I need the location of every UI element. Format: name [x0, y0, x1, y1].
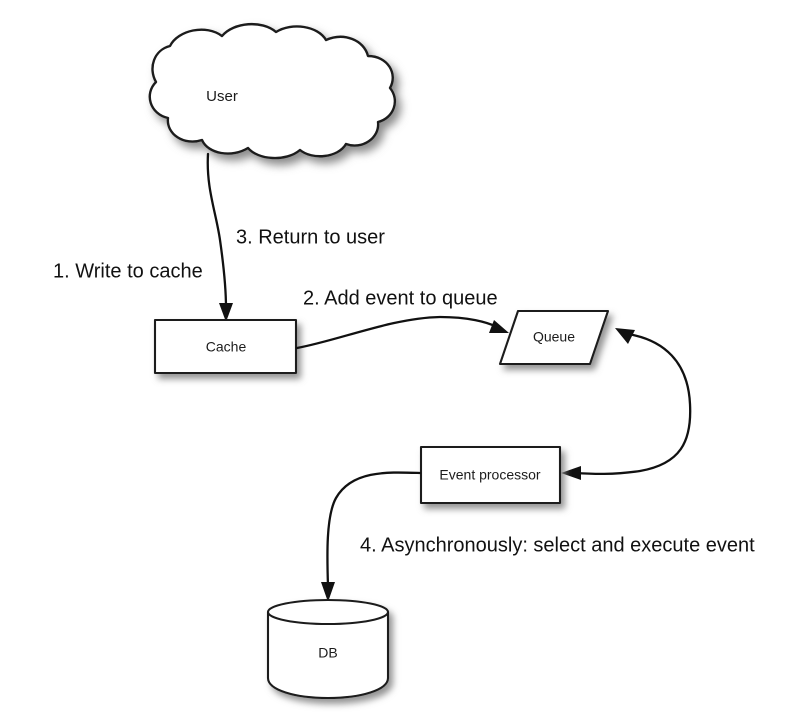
- loop-arrowhead-to-queue: [615, 328, 635, 344]
- edge-cache-to-queue: [295, 315, 509, 350]
- user-cloud-shape: [148, 22, 397, 160]
- step-label-2: 2. Add event to queue: [303, 287, 498, 309]
- user-to-cache-line: [206, 152, 228, 310]
- user-to-cache-arrowhead: [219, 303, 233, 322]
- node-db[interactable]: DB: [266, 598, 390, 700]
- db-label: DB: [318, 645, 337, 661]
- edge-queue-processor-loop: [561, 328, 692, 480]
- cache-to-queue-arrowhead: [489, 320, 509, 333]
- queue-label: Queue: [533, 329, 575, 345]
- db-cylinder-shape: [266, 598, 390, 700]
- edge-processor-to-db: [321, 471, 422, 602]
- step-label-4: 4. Asynchronously: select and execute ev…: [360, 534, 755, 556]
- step-label-3: 3. Return to user: [236, 226, 385, 248]
- processor-to-db-line: [326, 471, 422, 588]
- cache-to-queue-line: [295, 315, 499, 350]
- cache-box-shape: [153, 318, 298, 375]
- db-cylinder-body: [266, 610, 390, 700]
- db-cylinder-top: [266, 598, 390, 626]
- node-cache[interactable]: Cache: [153, 318, 298, 375]
- loop-arrowhead-to-processor: [561, 466, 581, 480]
- node-user[interactable]: User: [148, 22, 397, 160]
- node-event-processor[interactable]: Event processor: [419, 445, 562, 505]
- user-label: User: [206, 88, 238, 105]
- queue-parallelogram-shape: [498, 309, 610, 366]
- step-label-1: 1. Write to cache: [53, 260, 203, 282]
- processor-to-db-arrowhead: [321, 582, 335, 602]
- event-processor-box-shape: [419, 445, 562, 505]
- node-queue[interactable]: Queue: [498, 309, 610, 366]
- cache-label: Cache: [206, 339, 247, 355]
- event-processor-label: Event processor: [439, 467, 540, 483]
- queue-processor-loop-line: [573, 332, 692, 476]
- edge-user-to-cache: [206, 152, 233, 322]
